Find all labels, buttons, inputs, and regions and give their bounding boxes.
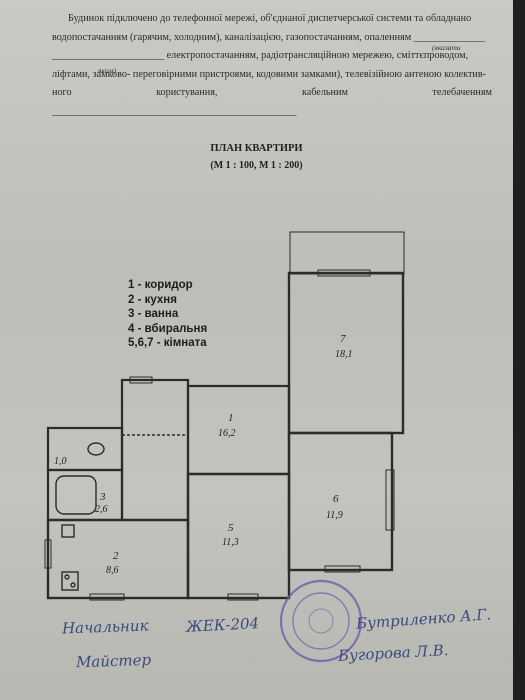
stove-burner — [64, 574, 70, 580]
room-3-area: 2,6 — [95, 504, 108, 515]
building-info-paragraph: Будинок підключено до телефонної мережі,… — [52, 10, 492, 122]
room-6-area: 11,9 — [326, 510, 343, 521]
handwritten-office: ЖЕК-204 — [185, 614, 260, 636]
legend-item: 1 - коридор — [128, 279, 193, 291]
room-6-outline — [287, 431, 394, 572]
plan-scale: (М 1 : 100, М 1 : 200) — [210, 160, 303, 171]
handwritten-master-title: Майстер — [75, 650, 152, 672]
paragraph-line: ного користування, кабельним телебачення… — [52, 87, 492, 117]
background-edge — [513, 0, 525, 700]
room-1-label: 1 — [228, 412, 234, 424]
legend-item: 2 - кухня — [128, 293, 177, 306]
room-6-label: 6 — [333, 493, 339, 505]
room-2-area: 8,6 — [106, 565, 119, 576]
balcony — [289, 231, 405, 275]
room-7-area: 18,1 — [335, 349, 353, 360]
stove — [61, 571, 79, 591]
room-1-area: 16,2 — [218, 428, 236, 439]
legend-item: 3 - ванна — [128, 308, 179, 320]
paragraph-line: ______________________ електропостачання… — [52, 50, 469, 62]
window — [89, 593, 125, 601]
room-5-label: 5 — [228, 522, 234, 534]
room-1-outline — [186, 384, 291, 476]
note-yakym: яким) — [98, 66, 117, 75]
window — [385, 469, 395, 531]
note-vkazaty: (вказати — [432, 43, 461, 52]
room-4-area: 1,0 — [54, 456, 67, 467]
hall-outline — [120, 378, 190, 522]
window — [129, 376, 153, 384]
official-stamp — [279, 579, 363, 663]
window — [44, 539, 52, 569]
plan-title: ПЛАН КВАРТИРИ — [210, 143, 303, 154]
room-5-outline — [186, 472, 291, 600]
handwritten-chief-title: Начальник — [61, 616, 149, 638]
window — [227, 593, 259, 601]
room-2-label: 2 — [113, 550, 119, 562]
stove-burner — [70, 582, 76, 588]
room-legend: 1 - коридор 2 - кухня 3 - ванна 4 - вбир… — [128, 278, 207, 351]
apartment-floor-plan: 1 16,2 2 8,6 3 2,6 1,0 5 11,3 6 11,9 7 1… — [0, 0, 513, 700]
room-3-label: 3 — [99, 491, 106, 503]
window — [317, 269, 371, 277]
sink — [87, 442, 105, 456]
room-7-label: 7 — [340, 333, 346, 345]
kitchen-sink — [61, 524, 75, 538]
paragraph-line: ліфтами, замково- переговірними пристроя… — [52, 68, 487, 80]
room-2-outline — [46, 518, 190, 600]
document-sheet: Будинок підключено до телефонної мережі,… — [0, 0, 513, 700]
window — [324, 565, 361, 573]
paragraph-line: Будинок підключено до телефонної мережі,… — [68, 13, 472, 24]
bathtub — [55, 475, 97, 515]
room-5-area: 11,3 — [222, 537, 239, 548]
paragraph-line: водопостачанням (гарячим, холодним), кан… — [52, 31, 486, 43]
legend-item: 5,6,7 - кімната — [128, 337, 207, 349]
legend-item: 4 - вбиральня — [128, 322, 208, 335]
